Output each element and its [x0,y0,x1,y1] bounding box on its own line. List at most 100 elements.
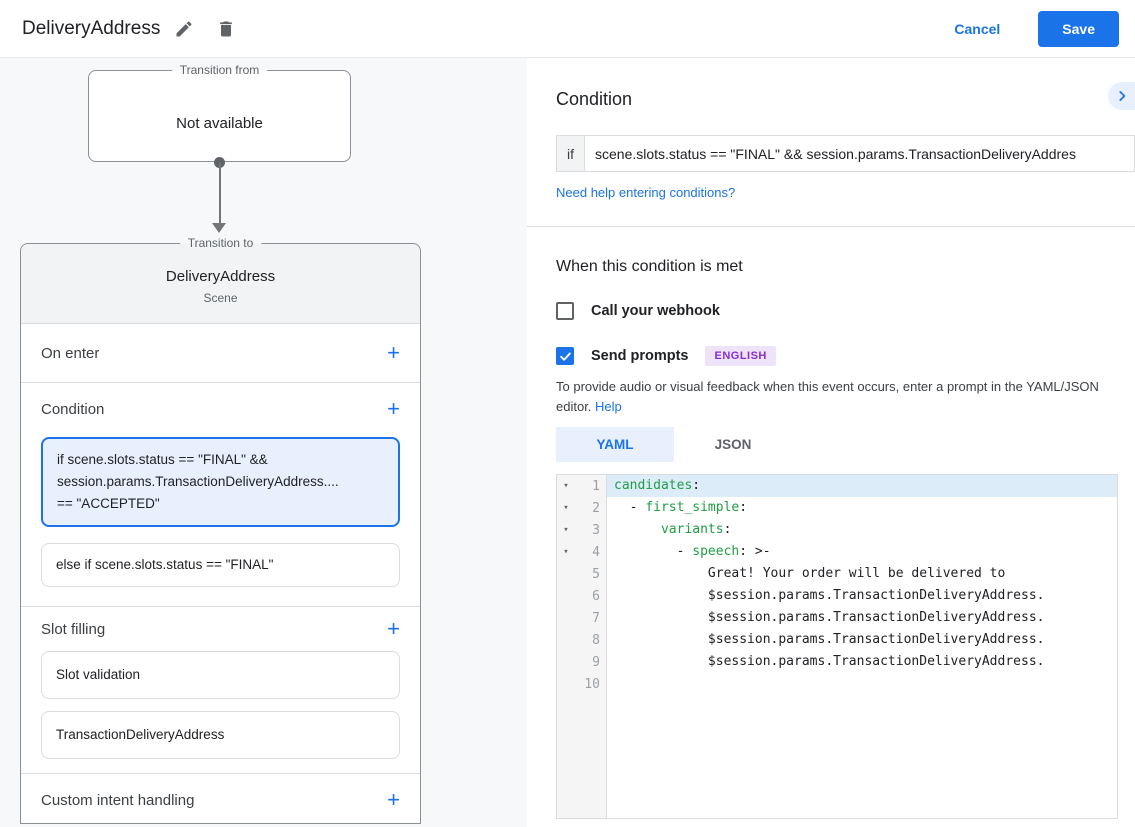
tab-yaml[interactable]: YAML [556,427,674,462]
gutter-row: ▾4 [557,541,606,563]
condition-expression-row: if [556,135,1135,172]
gutter-row: 7 [557,607,606,629]
connector-dot [214,157,225,168]
yaml-text: : >- [739,544,771,559]
chevron-right-icon [1119,91,1126,101]
code-line[interactable]: $session.params.TransactionDeliveryAddre… [607,585,1117,607]
gutter-row: 6 [557,585,606,607]
transition-from-box[interactable]: Transition from Not available [88,63,351,162]
gutter-row: ▾2 [557,497,606,519]
section-on-enter: On enter + [21,324,420,383]
gutter-row: 5 [557,563,606,585]
code-line[interactable]: candidates: [607,475,1117,497]
line-number: 3 [592,522,600,538]
webhook-label: Call your webhook [591,303,720,319]
line-number: 6 [592,588,600,604]
code-line[interactable]: $session.params.TransactionDeliveryAddre… [607,651,1117,673]
code-line[interactable]: $session.params.TransactionDeliveryAddre… [607,607,1117,629]
yaml-key: candidates [614,478,693,493]
page-title: DeliveryAddress [22,17,161,39]
gutter-row: ▾1 [557,475,606,497]
prompt-help-link[interactable]: Help [595,399,622,414]
on-enter-label: On enter [41,344,100,362]
if-prefix-label: if [556,135,585,172]
transition-from-content: Not available [176,115,263,132]
code-line[interactable] [607,673,1117,695]
on-enter-row[interactable]: On enter + [21,324,420,382]
custom-intent-row[interactable]: Custom intent handling + [21,774,420,826]
section-slot-filling: Slot filling + Slot validation Transacti… [21,607,420,774]
connector-line [218,163,221,225]
fold-arrow-icon[interactable]: ▾ [563,481,569,491]
condition-item-else[interactable]: else if scene.slots.status == "FINAL" [41,543,400,587]
custom-intent-label: Custom intent handling [41,791,195,809]
webhook-row: Call your webhook [556,302,1135,320]
yaml-text: : [723,522,732,537]
conditions-help-link[interactable]: Need help entering conditions? [556,185,736,200]
fold-arrow-icon[interactable]: ▾ [563,525,569,535]
delete-button[interactable] [208,11,244,47]
when-condition-met-heading: When this condition is met [556,258,743,275]
yaml-text: $session.params.TransactionDeliveryAddre… [614,588,1045,603]
add-condition-button[interactable]: + [387,396,400,421]
scene-canvas: Transition from Not available Transition… [0,58,527,827]
top-bar: DeliveryAddress Cancel Save [0,0,1135,58]
add-custom-intent-button[interactable]: + [387,787,400,812]
condition-expression-input[interactable] [585,135,1135,172]
fold-arrow-icon[interactable]: ▾ [563,547,569,557]
webhook-checkbox[interactable] [556,302,574,320]
slot-filling-label: Slot filling [41,620,106,638]
tab-json[interactable]: JSON [714,437,752,452]
pencil-icon [176,20,192,36]
yaml-text: $session.params.TransactionDeliveryAddre… [614,632,1045,647]
line-number: 10 [584,676,600,692]
send-prompts-row: Send prompts ENGLISH [556,346,1135,366]
section-custom-intent: Custom intent handling + [21,774,420,826]
connector-arrow-icon [212,223,226,233]
scene-name: DeliveryAddress [165,268,276,285]
code-line[interactable]: $session.params.TransactionDeliveryAddre… [607,629,1117,651]
editor-code[interactable]: candidates: - first_simple: variants: - … [607,475,1117,818]
line-number: 8 [592,632,600,648]
yaml-key: speech [692,544,740,559]
transition-from-legend: Transition from [171,63,268,77]
slot-item-transaction-delivery-address[interactable]: TransactionDeliveryAddress [41,711,400,759]
yaml-text: - [614,500,646,515]
edit-button[interactable] [166,11,202,47]
fold-arrow-icon[interactable]: ▾ [563,503,569,513]
yaml-text: - [614,544,693,559]
line-number: 7 [592,610,600,626]
condition-heading: Condition [556,89,633,109]
yaml-text: $session.params.TransactionDeliveryAddre… [614,610,1045,625]
line-number: 5 [592,566,600,582]
language-badge: ENGLISH [705,346,776,366]
slot-item-validation[interactable]: Slot validation [41,651,400,699]
yaml-text: Great! Your order will be delivered to [614,566,1006,581]
send-prompts-checkbox[interactable] [556,347,574,365]
add-slot-button[interactable]: + [387,616,400,641]
code-line[interactable]: - speech: >- [607,541,1117,563]
prompt-note-text: To provide audio or visual feedback when… [556,379,1099,414]
code-line[interactable]: variants: [607,519,1117,541]
condition-item-selected[interactable]: if scene.slots.status == "FINAL" && sess… [41,437,400,527]
scene-header[interactable]: DeliveryAddress Scene [21,244,420,324]
yaml-key: variants [660,522,724,537]
gutter-row: ▾3 [557,519,606,541]
send-prompts-label: Send prompts [591,348,689,364]
code-line[interactable]: Great! Your order will be delivered to [607,563,1117,585]
slot-filling-row[interactable]: Slot filling + [21,607,420,651]
editor-tabs: YAML JSON [556,427,1135,462]
code-line[interactable]: - first_simple: [607,497,1117,519]
collapse-panel-button[interactable] [1108,82,1135,110]
cancel-button[interactable]: Cancel [954,20,1001,37]
line-number: 9 [592,654,600,670]
condition-row[interactable]: Condition + [21,383,420,435]
detail-panel: Condition if Need help entering conditio… [527,58,1135,827]
trash-icon [220,21,233,36]
gutter-row: 8 [557,629,606,651]
save-button[interactable]: Save [1038,10,1119,47]
gutter-row: 10 [557,673,606,695]
add-on-enter-button[interactable]: + [387,340,400,365]
